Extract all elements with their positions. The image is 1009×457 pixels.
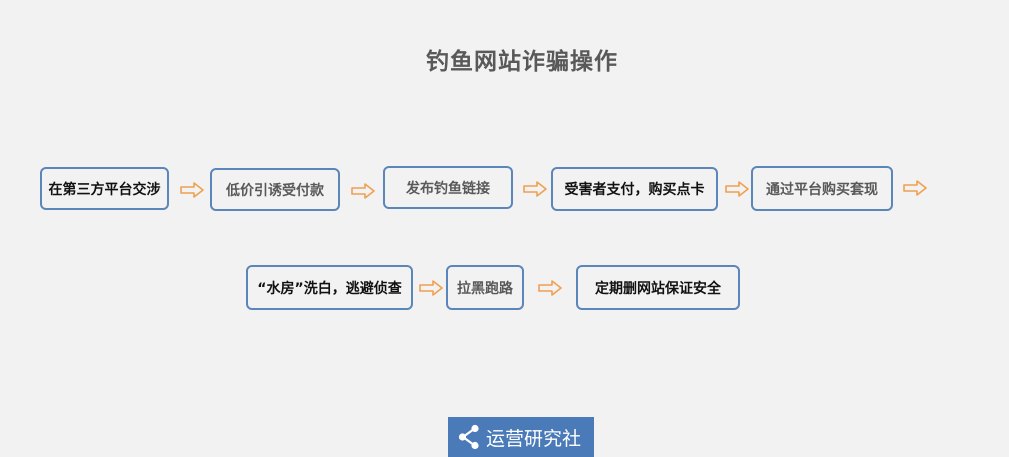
arrow-right-icon <box>419 280 443 296</box>
arrow-right-icon <box>523 181 547 197</box>
arrow-right-icon <box>725 181 749 197</box>
arrow-right-icon <box>538 280 562 296</box>
arrow-right-icon <box>903 180 927 196</box>
arrow-right-icon <box>180 182 204 198</box>
step-block-and-flee: 拉黑跑路 <box>446 265 524 310</box>
diagram-title: 钓鱼网站诈骗操作 <box>426 49 618 75</box>
step-publish-phishing-link: 发布钓鱼链接 <box>383 166 513 209</box>
brand-name: 运营研究社 <box>486 427 582 450</box>
step-delete-website: 定期删网站保证安全 <box>576 265 740 310</box>
brand-logo: 运营研究社 <box>448 417 594 457</box>
step-cash-out: 通过平台购买套现 <box>751 166 893 211</box>
step-negotiate-third-party: 在第三方平台交涉 <box>40 167 169 210</box>
step-low-price-lure: 低价引诱受付款 <box>210 168 340 211</box>
share-icon <box>458 424 479 450</box>
step-victim-pays: 受害者支付，购买点卡 <box>551 167 718 211</box>
step-launder-money: “水房”洗白，逃避侦查 <box>246 265 413 310</box>
arrow-right-icon <box>351 183 375 199</box>
